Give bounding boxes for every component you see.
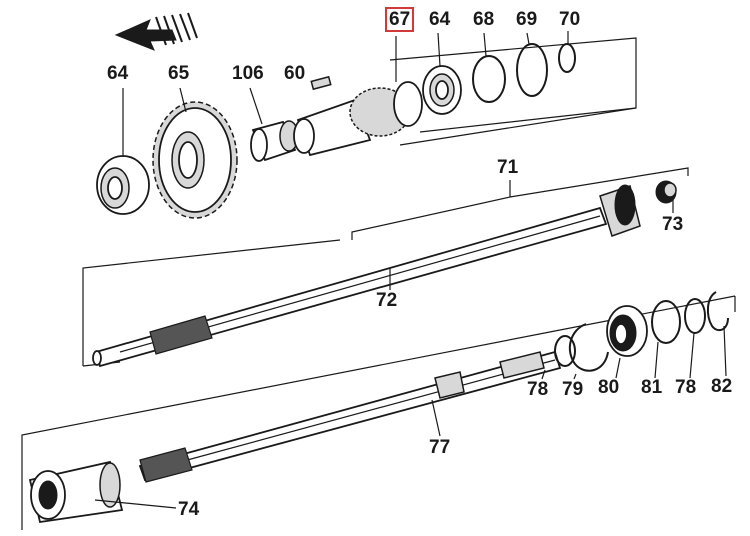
ring-81 bbox=[651, 300, 681, 379]
bearing-64-right bbox=[422, 32, 462, 115]
callout-64-top: 64 bbox=[429, 9, 451, 30]
ring-70 bbox=[558, 31, 576, 73]
circlip-82 bbox=[706, 291, 729, 377]
direction-arrow bbox=[114, 12, 198, 51]
callout-78-right: 78 bbox=[675, 377, 697, 398]
ring-78-left bbox=[541, 335, 576, 380]
callout-69: 69 bbox=[516, 9, 538, 30]
coupling-74 bbox=[28, 460, 177, 524]
callout-71: 71 bbox=[497, 157, 519, 178]
gear-65 bbox=[152, 87, 238, 219]
callout-64-left: 64 bbox=[107, 63, 129, 84]
callout-77: 77 bbox=[429, 437, 451, 458]
bushing-73 bbox=[655, 180, 677, 213]
callout-72: 72 bbox=[376, 290, 398, 311]
upper-assembly-outline bbox=[389, 37, 637, 146]
callout-81: 81 bbox=[641, 377, 663, 398]
key-60 bbox=[310, 75, 332, 91]
shaft-72 bbox=[92, 184, 641, 368]
shaft-77 bbox=[138, 350, 562, 483]
bushing-106 bbox=[249, 87, 299, 162]
callout-67: 67 bbox=[385, 7, 415, 32]
bearing-80 bbox=[606, 305, 648, 379]
callout-106: 106 bbox=[232, 63, 264, 84]
callout-73: 73 bbox=[662, 214, 684, 235]
callout-65: 65 bbox=[168, 63, 190, 84]
callout-70: 70 bbox=[559, 9, 581, 30]
gear-cluster-67 bbox=[293, 36, 423, 157]
ring-69 bbox=[516, 32, 548, 97]
lower-assembly-outline bbox=[21, 295, 736, 530]
callout-82: 82 bbox=[711, 376, 733, 397]
callout-74: 74 bbox=[178, 499, 200, 520]
callout-80: 80 bbox=[598, 377, 620, 398]
callout-78-left: 78 bbox=[527, 379, 549, 400]
callout-60: 60 bbox=[284, 63, 306, 84]
ring-68 bbox=[472, 32, 506, 103]
bearing-64-left bbox=[96, 88, 150, 215]
shaft-71-bracket bbox=[351, 167, 689, 240]
circlip-79 bbox=[568, 323, 609, 380]
callout-68: 68 bbox=[473, 9, 495, 30]
ring-78-right bbox=[684, 298, 706, 379]
callout-79: 79 bbox=[562, 379, 584, 400]
